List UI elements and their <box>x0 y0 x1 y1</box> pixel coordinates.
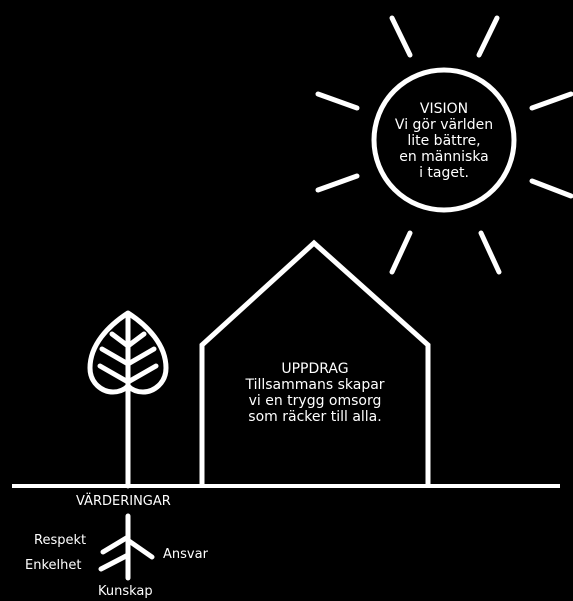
sun-ray-top-left <box>392 18 410 55</box>
sun-ray-right-lower <box>532 181 571 196</box>
vision-title: VISION <box>374 101 514 117</box>
vision-text: VISION Vi gör världen lite bättre, en mä… <box>374 101 514 181</box>
tree-vein-mid-right <box>128 349 154 364</box>
vision-line-2: lite bättre, <box>374 133 514 149</box>
sun-ray-bottom-left <box>392 233 410 272</box>
value-enkelhet: Enkelhet <box>25 558 81 573</box>
values-title: VÄRDERINGAR <box>76 494 171 509</box>
value-kunskap: Kunskap <box>98 584 153 599</box>
sun-ray-top-right <box>479 18 497 55</box>
vision-line-4: i taget. <box>374 165 514 181</box>
root-branch-respekt <box>103 537 128 552</box>
value-respekt: Respekt <box>34 533 86 548</box>
tree-vein-mid-left <box>102 349 128 364</box>
root-branch-ansvar <box>129 541 152 557</box>
mission-text: UPPDRAG Tillsammans skapar vi en trygg o… <box>210 361 420 425</box>
roots-illustration <box>101 516 152 578</box>
mission-line-1: Tillsammans skapar <box>210 377 420 393</box>
tree-vein-lower-left <box>100 366 128 382</box>
root-branch-enkelhet <box>101 555 128 569</box>
mission-title: UPPDRAG <box>210 361 420 377</box>
sun-ray-left-lower <box>318 176 357 190</box>
sun-ray-bottom-right <box>481 233 499 272</box>
sun-ray-right-upper <box>532 94 571 108</box>
value-ansvar: Ansvar <box>163 547 208 562</box>
vision-line-1: Vi gör världen <box>374 117 514 133</box>
mission-line-3: som räcker till alla. <box>210 409 420 425</box>
mission-line-2: vi en trygg omsorg <box>210 393 420 409</box>
sun-ray-left-upper <box>318 94 357 108</box>
tree-illustration <box>90 313 166 486</box>
tree-vein-lower-right <box>128 366 156 382</box>
vision-line-3: en människa <box>374 149 514 165</box>
